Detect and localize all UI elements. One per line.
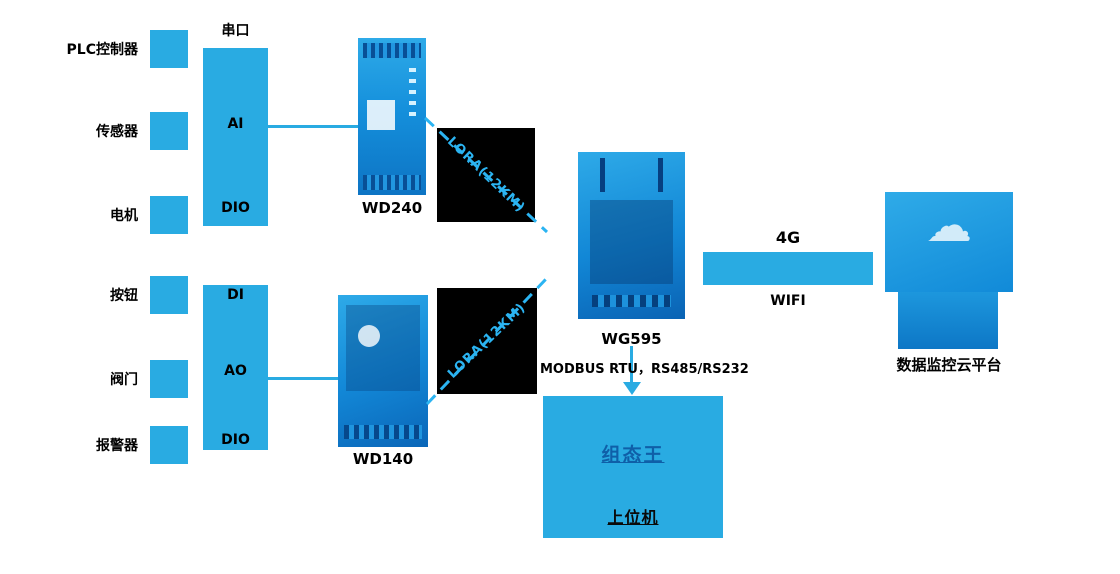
wan-4g-label: 4G: [775, 228, 801, 247]
wd140-label: WD140: [352, 450, 414, 468]
scada-software-label: 组态王: [601, 444, 665, 466]
field-device-row-motor: 电机: [60, 196, 188, 234]
io-port-di: DI: [227, 287, 244, 303]
lora-link-top: LORA(12KM): [423, 116, 549, 234]
wd240-label: WD240: [361, 199, 423, 217]
field-device-label-sensor: 传感器: [96, 124, 138, 140]
io-module-bottom: DI AO DIO: [203, 285, 268, 450]
io-module-top: AI DIO: [203, 48, 268, 226]
field-device-row-plc: PLC控制器: [60, 30, 188, 68]
field-device-row-sensor: 传感器: [60, 112, 188, 150]
wd140-logo-icon: [358, 325, 380, 347]
wd240-top-terminals: [363, 43, 421, 58]
wg595-front-panel: [590, 200, 673, 284]
wan-wifi-label: WIFI: [770, 293, 806, 309]
field-device-row-button: 按钮: [60, 276, 188, 314]
wire-module-to-wd240: [268, 125, 358, 128]
device-node-icon: [150, 426, 188, 464]
lora-dashed-line-icon: [425, 276, 549, 406]
field-device-label-alarm: 报警器: [96, 438, 138, 454]
wg595-label: WG595: [601, 330, 662, 348]
device-node-icon: [150, 276, 188, 314]
field-device-row-valve: 阀门: [60, 360, 188, 398]
io-port-dio: DIO: [221, 200, 250, 216]
device-node-icon: [150, 112, 188, 150]
device-node-icon: [150, 30, 188, 68]
cloud-platform-base: [898, 292, 998, 349]
wd140-front-panel: [346, 305, 420, 391]
cloud-icon: ☁: [926, 198, 972, 252]
field-device-label-button: 按钮: [110, 288, 138, 304]
field-device-label-plc: PLC控制器: [66, 42, 138, 58]
antenna-icon: [658, 158, 663, 192]
field-device-label-motor: 电机: [110, 208, 138, 224]
io-port-ai: AI: [227, 116, 244, 132]
wg595-gateway-image: [578, 152, 685, 319]
wd240-led-indicators: [409, 68, 416, 123]
field-device-row-alarm: 报警器: [60, 426, 188, 464]
lora-dashed-line-icon: [423, 116, 549, 234]
io-port-dio2: DIO: [221, 432, 250, 448]
modbus-link-label: MODBUS RTU，RS485/RS232: [540, 362, 749, 377]
device-node-icon: [150, 196, 188, 234]
lora-link-bottom: LORA(12KM): [425, 276, 549, 406]
antenna-icon: [600, 158, 605, 192]
serial-port-label: 串口: [221, 23, 250, 39]
wd140-device-image: [338, 295, 428, 447]
wd140-terminals: [344, 425, 422, 439]
device-node-icon: [150, 360, 188, 398]
wan-link-bar: [703, 252, 873, 285]
host-computer-box: 组态王 上位机: [543, 396, 723, 538]
host-machine-label: 上位机: [607, 508, 659, 527]
io-port-ao: AO: [224, 363, 247, 379]
wd240-label-patch: [367, 100, 395, 130]
cloud-platform-screen: ☁: [885, 192, 1013, 292]
wd240-device-image: [358, 38, 426, 195]
field-device-label-valve: 阀门: [110, 372, 138, 388]
arrow-down-line: [630, 346, 633, 384]
wd240-bottom-terminals: [363, 175, 421, 190]
cloud-platform-label: 数据监控云平台: [896, 356, 1002, 374]
arrow-down-icon: [623, 382, 641, 395]
wg595-ports: [592, 295, 671, 307]
wire-module-to-wd140: [268, 377, 338, 380]
